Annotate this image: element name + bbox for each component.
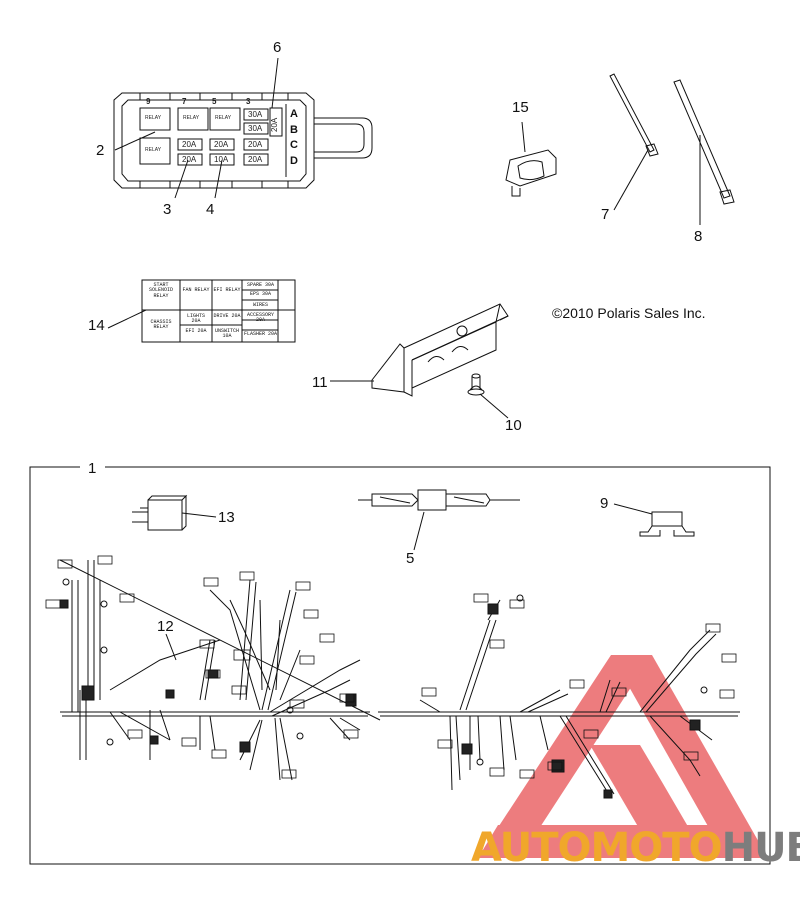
fuse-box-number-5: 5 <box>212 97 217 106</box>
relay-label-1: RELAY <box>145 115 162 121</box>
callout-7: 7 <box>601 206 610 223</box>
label-start-solenoid: START SOLENOID RELAY <box>148 282 173 299</box>
label-unswitch: UNSWITCH 10A <box>214 328 239 340</box>
label-flasher: FLASHER 20A <box>243 331 277 337</box>
cable-tie-small <box>609 73 659 211</box>
label-lights: LIGHTS 20A <box>186 313 205 325</box>
callout-4: 4 <box>206 201 215 218</box>
fuse-a1: 30A <box>248 110 263 119</box>
callout-12: 12 <box>157 618 174 635</box>
callout-14: 14 <box>88 317 105 334</box>
watermark-part-a: AUTOMOTO <box>471 825 723 871</box>
clip-part <box>505 121 557 197</box>
fuse-box <box>113 92 373 189</box>
fuse-side: 20A <box>270 117 279 132</box>
label-efi-relay: EFI RELAY <box>213 287 241 293</box>
callout-9: 9 <box>600 495 609 512</box>
copyright-notice: ©2010 Polaris Sales Inc. <box>552 305 706 321</box>
fuse-d1: 20A <box>182 155 197 164</box>
fuse-column-a: A <box>290 108 298 120</box>
wiring-harness-right <box>378 594 740 799</box>
relay-label-2: RELAY <box>183 115 200 121</box>
fuse-column-c: C <box>290 139 298 151</box>
fuse-box-number-9: 9 <box>146 97 151 106</box>
fuse-column-d: D <box>290 155 298 167</box>
callout-5: 5 <box>406 550 415 567</box>
callout-11: 11 <box>312 374 328 391</box>
cable-tie-large <box>673 79 735 225</box>
callout-1: 1 <box>88 460 97 477</box>
push-rivet <box>467 373 509 419</box>
fuse-c1: 20A <box>182 140 197 149</box>
label-efi-fuse: EFI 20A <box>185 328 207 334</box>
fuse-label-sticker <box>107 279 296 343</box>
callout-13: 13 <box>218 509 235 526</box>
fuse-column-b: B <box>290 124 298 136</box>
fuse-c3: 20A <box>248 140 263 149</box>
relay-part <box>132 494 217 531</box>
label-wires: WIRES <box>252 302 268 308</box>
blade-fuse-part <box>613 503 695 537</box>
fuse-c2: 20A <box>214 140 229 149</box>
callout-15: 15 <box>512 99 529 116</box>
callout-10: 10 <box>505 417 522 434</box>
label-fan-relay: FAN RELAY <box>182 287 210 293</box>
harness-tag-boxes <box>45 555 737 779</box>
label-eps: EPS 30A <box>249 291 271 297</box>
watermark-logo-icon <box>478 655 768 858</box>
callout-3: 3 <box>163 201 172 218</box>
callout-2: 2 <box>96 142 105 159</box>
inline-fuse-holder <box>358 489 520 551</box>
watermark-text: AUTOMOTOHUB <box>471 828 800 868</box>
fuse-d3: 20A <box>248 155 263 164</box>
relay-label-3: RELAY <box>215 115 232 121</box>
label-spare: SPARE 30A <box>246 282 274 288</box>
callout-6: 6 <box>273 39 282 56</box>
label-drive: DRIVE 20A <box>213 313 241 319</box>
label-chassis-relay: CHASSIS RELAY <box>150 319 172 331</box>
fuse-box-number-3: 3 <box>246 97 251 106</box>
bracket-part <box>330 303 509 397</box>
fuse-b1: 30A <box>248 124 263 133</box>
label-accessory: ACCESSORY 20A <box>246 312 274 324</box>
harness-frame <box>29 466 771 865</box>
relay-label-4: RELAY <box>145 147 162 153</box>
callout-8: 8 <box>694 228 703 245</box>
fuse-d2: 10A <box>214 155 229 164</box>
watermark-part-b: HUB <box>721 825 800 871</box>
fuse-box-number-7: 7 <box>182 97 187 106</box>
